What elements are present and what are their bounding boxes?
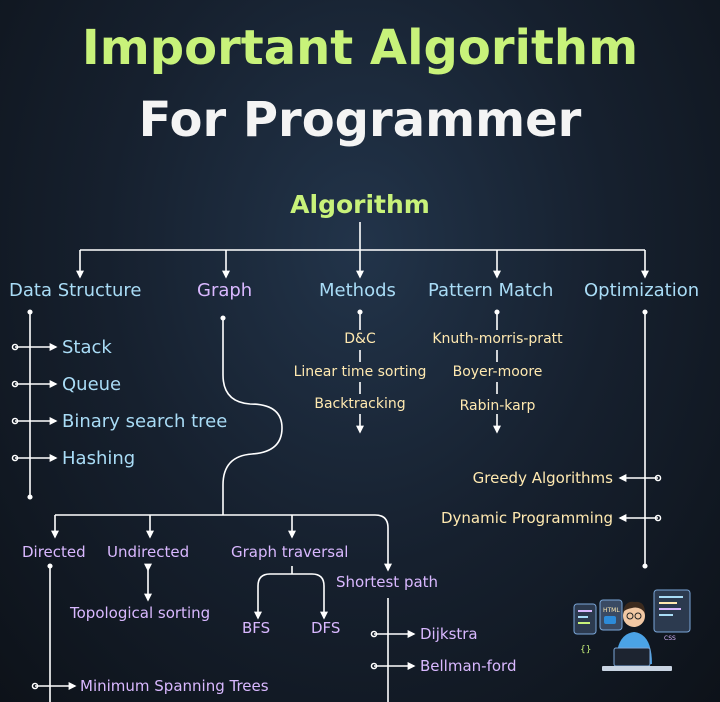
ds-item-stack: Stack	[62, 337, 112, 358]
category-pattern-match: Pattern Match	[428, 280, 554, 301]
graph-node-dfs: DFS	[311, 619, 341, 637]
pattern-item-kmp: Knuth-morris-pratt	[432, 331, 563, 347]
graph-node-undirected: Undirected	[107, 543, 190, 561]
graph-node-directed: Directed	[22, 543, 86, 561]
methods-item-backtracking: Backtracking	[314, 396, 406, 412]
title-line-2: For Programmer	[138, 92, 582, 148]
programmer-illustration: HTML CSS {}	[573, 589, 691, 671]
svg-text:{}: {}	[580, 645, 591, 655]
root-node-algorithm: Algorithm	[290, 190, 430, 219]
opt-item-dynamic-programming: Dynamic Programming	[440, 509, 613, 527]
pattern-item-rabin-karp: Rabin-karp	[459, 398, 536, 414]
css-badge: CSS	[664, 635, 676, 642]
category-methods: Methods	[319, 280, 396, 301]
graph-node-dijkstra: Dijkstra	[420, 625, 478, 643]
opt-item-greedy: Greedy Algorithms	[472, 469, 613, 487]
graph-node-shortest-path: Shortest path	[336, 573, 439, 591]
category-graph: Graph	[197, 280, 253, 301]
category-optimization: Optimization	[584, 280, 700, 301]
ds-item-hashing: Hashing	[62, 448, 136, 469]
graph-node-minimum-spanning-trees: Minimum Spanning Trees	[80, 677, 269, 695]
graph-node-graph-traversal: Graph traversal	[231, 543, 349, 561]
ds-item-binary-search-tree: Binary search tree	[62, 411, 228, 432]
graph-node-bfs: BFS	[242, 619, 271, 637]
title-line-1: Important Algorithm	[81, 20, 639, 76]
methods-item-dc: D&C	[344, 331, 376, 347]
html-badge: HTML	[603, 607, 620, 614]
pattern-item-boyer-moore: Boyer-moore	[452, 364, 543, 380]
graph-node-topological-sorting: Topological sorting	[70, 604, 211, 622]
category-data-structure: Data Structure	[9, 280, 142, 301]
ds-item-queue: Queue	[62, 374, 122, 395]
methods-item-linear-time-sorting: Linear time sorting	[293, 364, 427, 380]
graph-node-bellman-ford: Bellman-ford	[420, 657, 517, 675]
